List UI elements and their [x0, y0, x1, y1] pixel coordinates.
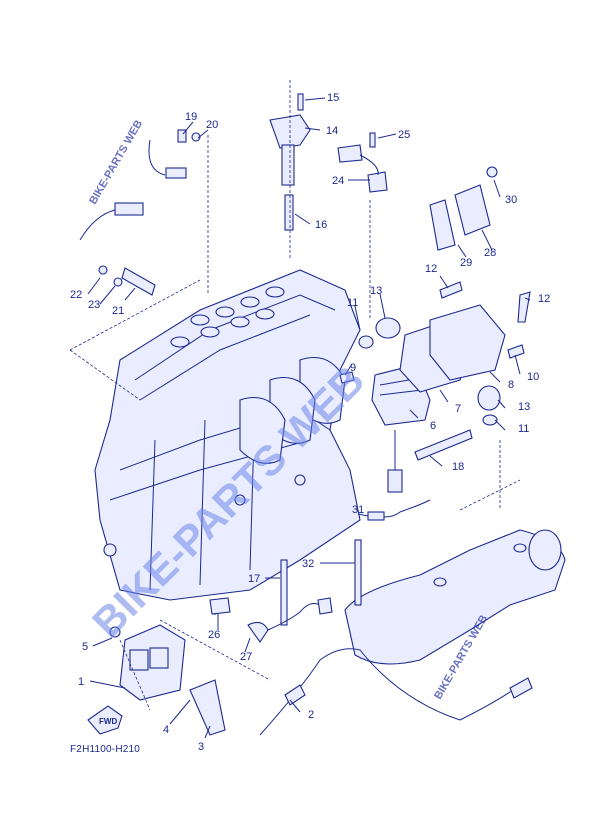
callout-25: 25 — [398, 129, 410, 141]
fwd-label: FWD — [99, 717, 117, 726]
rubber-mounts — [358, 317, 501, 426]
callout-30: 30 — [505, 194, 517, 206]
callout-10: 10 — [527, 371, 539, 383]
callout-8: 8 — [508, 379, 514, 391]
callout-12b: 12 — [538, 293, 550, 305]
callout-13b: 13 — [518, 401, 530, 413]
sensor-24-25 — [337, 132, 388, 193]
bracket-plates — [399, 304, 506, 393]
sensor-harness-top-left — [79, 129, 201, 296]
harness-lines — [209, 430, 533, 736]
callout-1: 1 — [78, 676, 84, 688]
callout-7: 7 — [455, 403, 461, 415]
callout-18: 18 — [452, 461, 464, 473]
callout-13a: 13 — [370, 285, 382, 297]
callout-21: 21 — [112, 305, 124, 317]
callout-11b: 11 — [518, 423, 529, 435]
callout-16: 16 — [315, 219, 327, 231]
callout-24: 24 — [332, 175, 344, 187]
sensor-28-29-30 — [429, 166, 498, 251]
assembly-guides — [69, 80, 521, 711]
callout-6: 6 — [430, 420, 436, 432]
callout-19: 19 — [185, 111, 197, 123]
callout-9: 9 — [350, 362, 356, 374]
bolts — [280, 281, 531, 626]
callout-2: 2 — [308, 709, 314, 721]
callout-26: 26 — [208, 629, 220, 641]
callout-4: 4 — [163, 724, 169, 736]
callout-17: 17 — [248, 573, 260, 585]
callout-14: 14 — [326, 125, 338, 137]
fwd-arrow: FWD — [87, 705, 123, 735]
callout-3: 3 — [198, 741, 204, 753]
callout-23: 23 — [88, 299, 100, 311]
throttle-bracket — [109, 624, 226, 736]
callout-15: 15 — [327, 92, 339, 104]
callout-32: 32 — [302, 558, 314, 570]
callout-11a: 11 — [347, 297, 358, 309]
leader-lines — [87, 97, 531, 739]
callout-28: 28 — [484, 247, 496, 259]
callout-5: 5 — [82, 641, 88, 653]
callout-12a: 12 — [425, 263, 437, 275]
callout-labels: 1 2 3 4 5 6 7 8 9 10 11 11 12 12 13 13 1… — [70, 92, 550, 753]
callout-31: 31 — [352, 504, 364, 516]
diagram-code: F2H1100-H210 — [70, 744, 141, 755]
exhaust-pipe — [344, 529, 566, 665]
callout-22: 22 — [70, 289, 82, 301]
callout-29: 29 — [460, 257, 472, 269]
watermark-top: BIKE-PARTS WEB — [87, 118, 145, 206]
engine-block — [94, 269, 361, 601]
callout-27: 27 — [240, 651, 252, 663]
callout-20: 20 — [206, 119, 218, 131]
